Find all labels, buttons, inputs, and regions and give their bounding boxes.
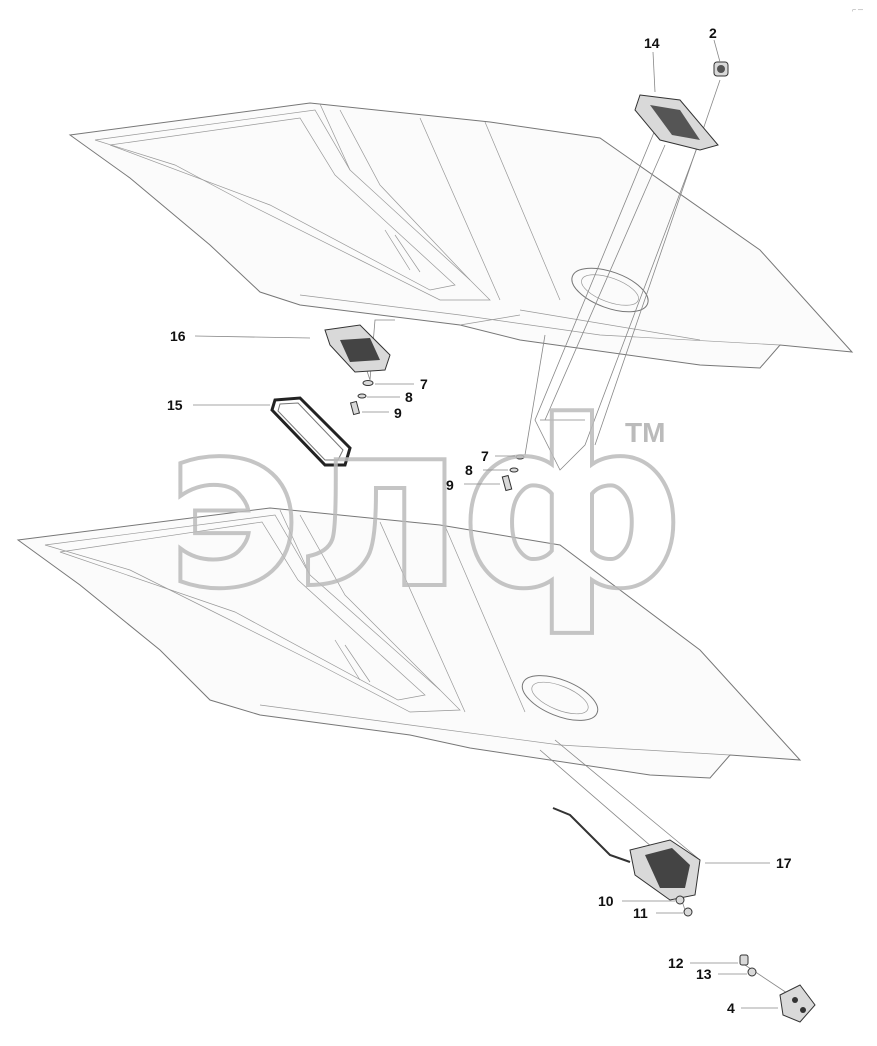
seal-gasket-part [270, 396, 352, 467]
handle-housing-part [634, 94, 719, 151]
watermark-text: элф [165, 373, 680, 640]
lock-mechanism-lower-part [552, 807, 701, 901]
upper-door-panel [68, 102, 854, 369]
callout-labels: 14 2 16 7 8 9 15 7 8 9 17 10 11 12 13 4 [167, 25, 792, 1016]
watermark-tm: TM [625, 417, 665, 448]
callout-16: 16 [170, 328, 186, 344]
upper-fasteners [349, 380, 374, 416]
callout-9-middle: 9 [446, 477, 454, 493]
striker-plate-part [779, 984, 816, 1023]
callout-14: 14 [644, 35, 660, 51]
lower-door-panel [16, 507, 802, 779]
lock-mechanism-upper-part [324, 324, 391, 373]
callout-2: 2 [709, 25, 717, 41]
callout-12: 12 [668, 955, 684, 971]
callout-8-upper: 8 [405, 389, 413, 405]
callout-15: 15 [167, 397, 183, 413]
callout-7-upper: 7 [420, 376, 428, 392]
callout-leaders [193, 39, 778, 1009]
callout-13: 13 [696, 966, 712, 982]
lock-cylinder-part [713, 61, 729, 77]
callout-8-middle: 8 [465, 462, 473, 478]
callout-10: 10 [598, 893, 614, 909]
callout-7-middle: 7 [481, 448, 489, 464]
corner-mark: ⌐ ─ [852, 7, 863, 14]
callout-17: 17 [776, 855, 792, 871]
callout-4: 4 [727, 1000, 735, 1016]
callout-9-upper: 9 [394, 405, 402, 421]
callout-11: 11 [633, 905, 648, 921]
lower-fasteners [675, 895, 693, 917]
striker-fasteners [739, 954, 757, 977]
middle-fasteners [501, 454, 525, 492]
